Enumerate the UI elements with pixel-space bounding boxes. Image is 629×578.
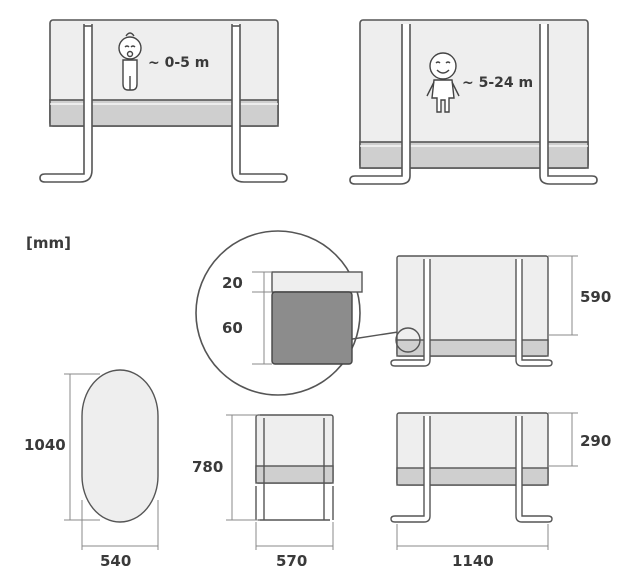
bassinet-front-low-view (390, 412, 553, 523)
dimension-label-1140: 1140 (452, 552, 494, 570)
dimension-width-570 (255, 522, 334, 550)
detail-top-layer (271, 271, 363, 293)
dimension-label-570: 570 (276, 552, 307, 570)
zoom-connector-line (345, 331, 399, 341)
detail-marker-circle (395, 327, 421, 353)
top-view-oval (81, 369, 159, 523)
mattress-detail-zoom: 20 60 (195, 230, 399, 396)
bassinet-side-view (255, 414, 334, 521)
bassinet-low-mattress-view (39, 19, 288, 183)
dimension-label-540: 540 (100, 552, 131, 570)
dimension-label-1040: 1040 (24, 436, 66, 454)
leg-left (349, 24, 411, 185)
dimension-label-290: 290 (580, 432, 611, 450)
detail-label-mattress: 60 (222, 319, 243, 337)
dimension-height-780 (226, 414, 260, 521)
bassinet-top-view (81, 369, 159, 523)
age-label-toddler: ~ 5-24 m (462, 75, 533, 91)
leg-right (539, 24, 598, 185)
units-label: [mm] (26, 234, 71, 252)
detail-mattress (271, 291, 353, 365)
leg-right (231, 24, 288, 183)
dimension-height-290 (548, 412, 578, 467)
dimension-length-1140 (396, 524, 549, 550)
dimension-label-590: 590 (580, 288, 611, 306)
detail-label-top-layer: 20 (222, 274, 243, 292)
bassinet-high-mattress-view (349, 19, 598, 185)
newborn-baby-icon (118, 32, 142, 91)
toddler-baby-icon (426, 52, 460, 113)
dimension-label-780: 780 (192, 458, 223, 476)
bassinet-front-high-dim (390, 255, 553, 367)
leg-left (39, 24, 93, 183)
dimension-width-540 (81, 500, 159, 550)
dimension-height-590 (548, 255, 578, 336)
age-label-newborn: ~ 0-5 m (148, 55, 209, 71)
